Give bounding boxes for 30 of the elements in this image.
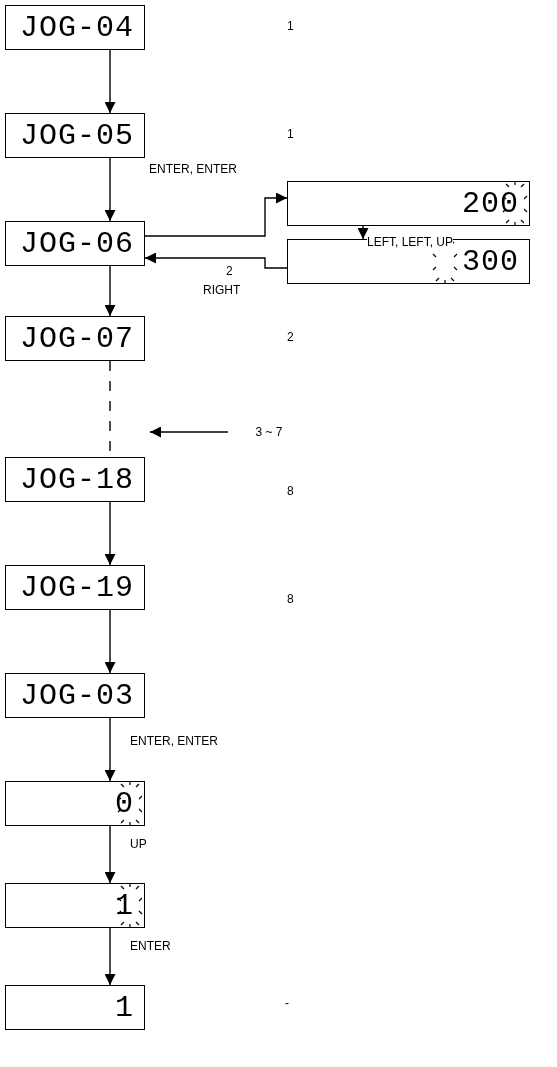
- arrow: [104, 501, 116, 566]
- lcd-display: 0: [5, 781, 145, 826]
- step-number: -: [285, 995, 289, 1012]
- arrow: [104, 825, 116, 884]
- step-number: 8: [287, 591, 294, 608]
- arrow: [144, 192, 288, 237]
- step-number: 2: [287, 329, 294, 346]
- lcd-display: JOG-19: [5, 565, 145, 610]
- lcd-display: JOG-04: [5, 5, 145, 50]
- arrow: [104, 265, 116, 317]
- arrow: [357, 225, 369, 240]
- lcd-display: JOG-05: [5, 113, 145, 158]
- step-number: 2: [226, 263, 233, 280]
- lcd-display: 200: [287, 181, 530, 226]
- lcd-display: JOG-18: [5, 457, 145, 502]
- lcd-display: 1: [5, 985, 145, 1030]
- lcd-display: JOG-03: [5, 673, 145, 718]
- step-number: 8: [287, 483, 294, 500]
- arrow: [104, 927, 116, 986]
- lcd-display: 1: [5, 883, 145, 928]
- arrow: [104, 609, 116, 674]
- lcd-display: JOG-06: [5, 221, 145, 266]
- arrow: [104, 717, 116, 782]
- arrow: [144, 252, 288, 269]
- arrow: [104, 49, 116, 114]
- step-number: 1: [287, 18, 294, 35]
- arrow: [104, 157, 116, 222]
- arrow: [149, 426, 229, 438]
- step-number: 1: [287, 126, 294, 143]
- lcd-display: JOG-07: [5, 316, 145, 361]
